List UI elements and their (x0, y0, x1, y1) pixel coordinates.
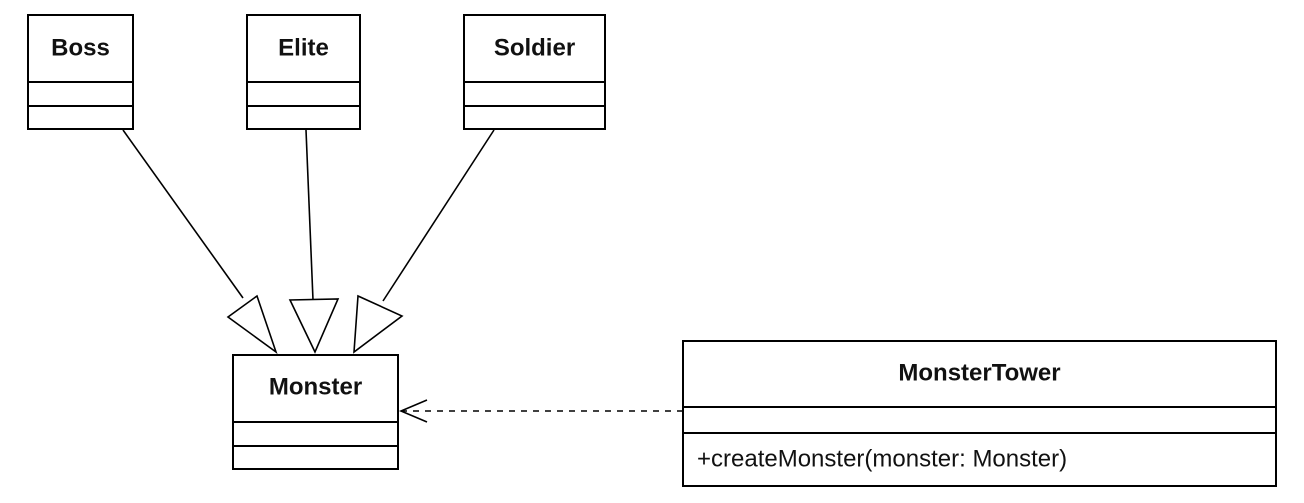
class-elite-box (246, 14, 361, 130)
dependency-monstertower-monster (398, 399, 683, 423)
generalization-soldier-line (382, 129, 495, 302)
class-soldier[interactable]: Soldier (463, 14, 606, 130)
class-soldier-box (463, 14, 606, 130)
method-create-monster: +createMonster(monster: Monster) (697, 445, 1067, 472)
generalization-boss-monster (122, 129, 278, 355)
class-soldier-name: Soldier (494, 34, 575, 61)
class-boss-box (27, 14, 134, 130)
class-elite[interactable]: Elite (246, 14, 361, 130)
generalization-elite-line (305, 129, 314, 301)
generalization-soldier-monster (353, 129, 495, 354)
class-monster-name: Monster (269, 373, 362, 400)
generalization-elite-arrowhead (288, 298, 340, 354)
class-boss-name: Boss (51, 34, 110, 61)
class-monster-tower-box (682, 340, 1277, 487)
generalization-soldier-arrowhead (353, 294, 404, 354)
class-boss[interactable]: Boss (27, 14, 134, 130)
dependency-arrowhead (398, 399, 428, 423)
class-monster[interactable]: Monster (232, 354, 399, 470)
generalization-boss-arrowhead (226, 294, 278, 355)
generalization-boss-line (122, 129, 244, 299)
class-monster-tower-name: MonsterTower (898, 359, 1060, 386)
class-monster-box (232, 354, 399, 470)
generalization-elite-monster (288, 129, 340, 354)
class-monster-tower[interactable]: MonsterTower +createMonster(monster: Mon… (682, 340, 1277, 487)
class-elite-name: Elite (278, 34, 329, 61)
